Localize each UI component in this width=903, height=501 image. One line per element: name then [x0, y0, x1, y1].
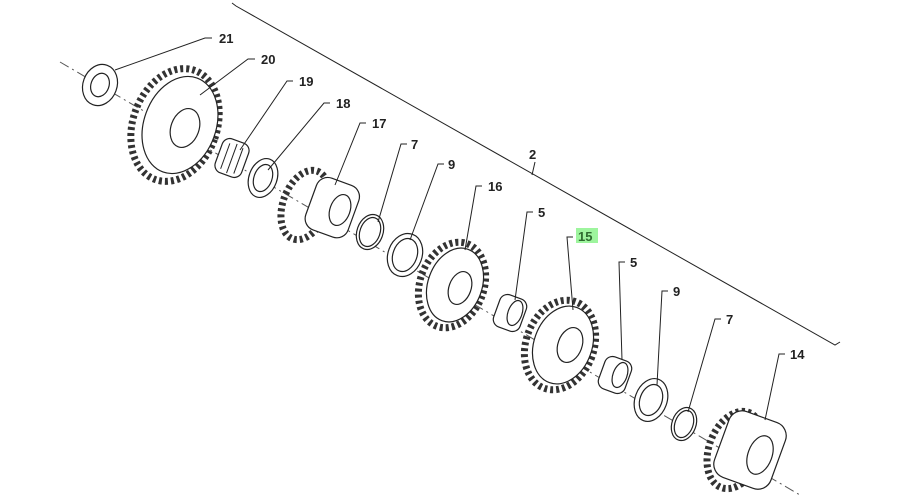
leader-5b [618, 261, 625, 361]
gear-16[interactable] [407, 233, 497, 338]
callout-5b[interactable]: 5 [630, 255, 637, 270]
callout-16[interactable]: 16 [488, 179, 502, 194]
leader-19 [239, 80, 293, 151]
callout-9b[interactable]: 9 [673, 284, 680, 299]
callout-7b[interactable]: 7 [726, 312, 733, 327]
leader-15 [566, 236, 574, 311]
callout-20[interactable]: 20 [261, 52, 275, 67]
bearing-5b[interactable] [596, 354, 634, 396]
bearing-5a[interactable] [491, 292, 529, 334]
washer-9b[interactable] [628, 374, 673, 426]
leader-5a [514, 211, 533, 301]
assembly-bracket [231, 2, 841, 346]
assembly-label: 2 [529, 147, 536, 162]
leader-16 [464, 185, 482, 251]
leader-7a [377, 143, 407, 223]
gear-14[interactable] [697, 404, 790, 497]
gear-15[interactable] [512, 290, 607, 400]
washer-21[interactable] [77, 59, 123, 110]
leader-7b [687, 318, 721, 413]
leader-14 [764, 353, 785, 421]
bearing-19[interactable] [213, 136, 252, 179]
leader-18 [267, 102, 330, 171]
callout-21[interactable]: 21 [219, 31, 233, 46]
callout-5a[interactable]: 5 [538, 205, 545, 220]
callout-7a[interactable]: 7 [411, 137, 418, 152]
callout-9a[interactable]: 9 [448, 157, 455, 172]
callout-17[interactable]: 17 [372, 116, 386, 131]
circlip-7b[interactable] [667, 404, 701, 444]
callout-14[interactable]: 14 [790, 347, 805, 362]
assembly-leader [531, 161, 536, 176]
callout-15[interactable]: 15 [578, 229, 592, 244]
callout-19[interactable]: 19 [299, 74, 313, 89]
leader-9b [656, 290, 668, 386]
leader-20 [199, 58, 255, 96]
callout-18[interactable]: 18 [336, 96, 350, 111]
leader-9a [409, 163, 444, 241]
callout-15-highlight [576, 228, 598, 243]
leader-17 [334, 122, 366, 186]
circlip-7a[interactable] [352, 211, 389, 254]
leader-21 [114, 37, 212, 71]
gear-17[interactable] [272, 164, 363, 247]
washer-18[interactable] [243, 154, 283, 201]
gear-20[interactable] [116, 56, 235, 194]
